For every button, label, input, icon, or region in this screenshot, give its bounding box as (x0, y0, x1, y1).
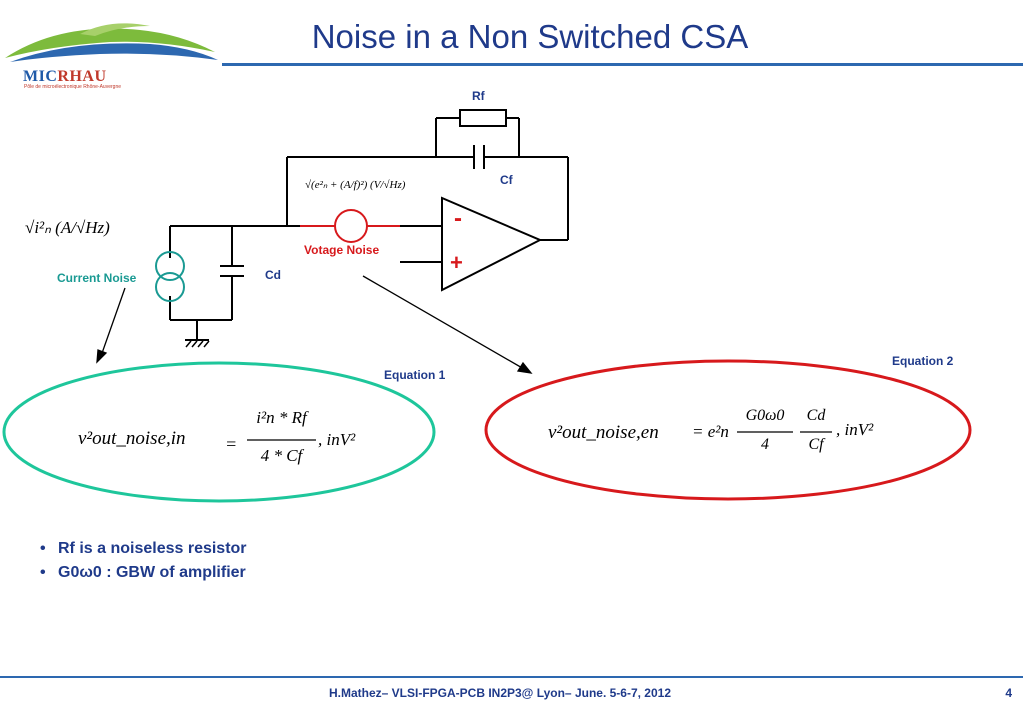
cf-label: Cf (500, 173, 513, 187)
page-number: 4 (1005, 686, 1012, 700)
voltage-noise-formula: √(e²ₙ + (A/f)²) (V/√Hz) (305, 179, 406, 191)
current-noise-label: Current Noise (57, 271, 137, 285)
annotation-arrows (96, 275, 533, 374)
bullet-item: • G0ω0 : GBW of amplifier (40, 561, 247, 585)
logo-part1: MIC (23, 68, 58, 85)
bullet-dot-icon: • (40, 540, 46, 557)
equation1-ellipse (2, 361, 436, 503)
logo-wordmark: MICRHAU (23, 68, 107, 86)
title-rule (222, 63, 1023, 66)
equation2-label: Equation 2 (892, 354, 954, 368)
bullet-item: • Rf is a noiseless resistor (40, 537, 247, 561)
ground-icon (185, 340, 210, 348)
voltage-noise-label: Votage Noise (304, 243, 380, 257)
current-noise-source (155, 251, 185, 302)
rf-label: Rf (472, 89, 485, 103)
bullet-text: Rf is a noiseless resistor (58, 540, 247, 557)
eq2-lhs: v²out_noise,en (548, 422, 659, 443)
opamp-minus-sign: - (454, 205, 462, 232)
footer-rule (0, 676, 1023, 678)
bullet-dot-icon: • (40, 564, 46, 581)
logo-subtitle: Pôle de microélectronique Rhône-Auvergne (24, 84, 122, 90)
eq1-lhs: v²out_noise,in (78, 428, 186, 449)
opamp-triangle (441, 196, 543, 292)
equation2-ellipse (484, 359, 972, 501)
eq2-unit: , inV² (836, 420, 874, 439)
cd-label: Cd (265, 268, 281, 282)
eq2-prefix: = e²n (692, 422, 729, 441)
logo-part2: RHAU (57, 68, 107, 85)
eq1-numerator: i²n * Rf (256, 408, 307, 427)
eq1-equals: = (225, 434, 238, 454)
equation1-label: Equation 1 (384, 368, 446, 382)
eq2-frac1-num: G0ω0 (745, 407, 785, 424)
opamp-plus-sign: + (450, 250, 463, 275)
eq2-frac2-den: Cf (808, 436, 824, 453)
input-wiring (169, 225, 442, 341)
bullet-text: G0ω0 : GBW of amplifier (58, 564, 246, 581)
eq2-frac1-den: 4 (761, 436, 769, 453)
current-noise-formula: √i²ₙ (A/√Hz) (25, 218, 110, 237)
rf-resistor (459, 109, 507, 127)
bullet-list: • Rf is a noiseless resistor • G0ω0 : GBW … (40, 537, 247, 585)
voltage-noise-source (300, 209, 400, 243)
eq1-unit: , inV² (318, 430, 356, 449)
eq2-frac2-num: Cd (806, 407, 826, 424)
eq1-denominator: 4 * Cf (260, 446, 303, 465)
footer-text: H.Mathez– VLSI-FPGA-PCB IN2P3@ Lyon– Jun… (328, 686, 671, 700)
page-title: Noise in a Non Switched CSA (311, 18, 749, 55)
micrhau-logo-icon (5, 23, 218, 62)
feedback-network (286, 109, 569, 241)
